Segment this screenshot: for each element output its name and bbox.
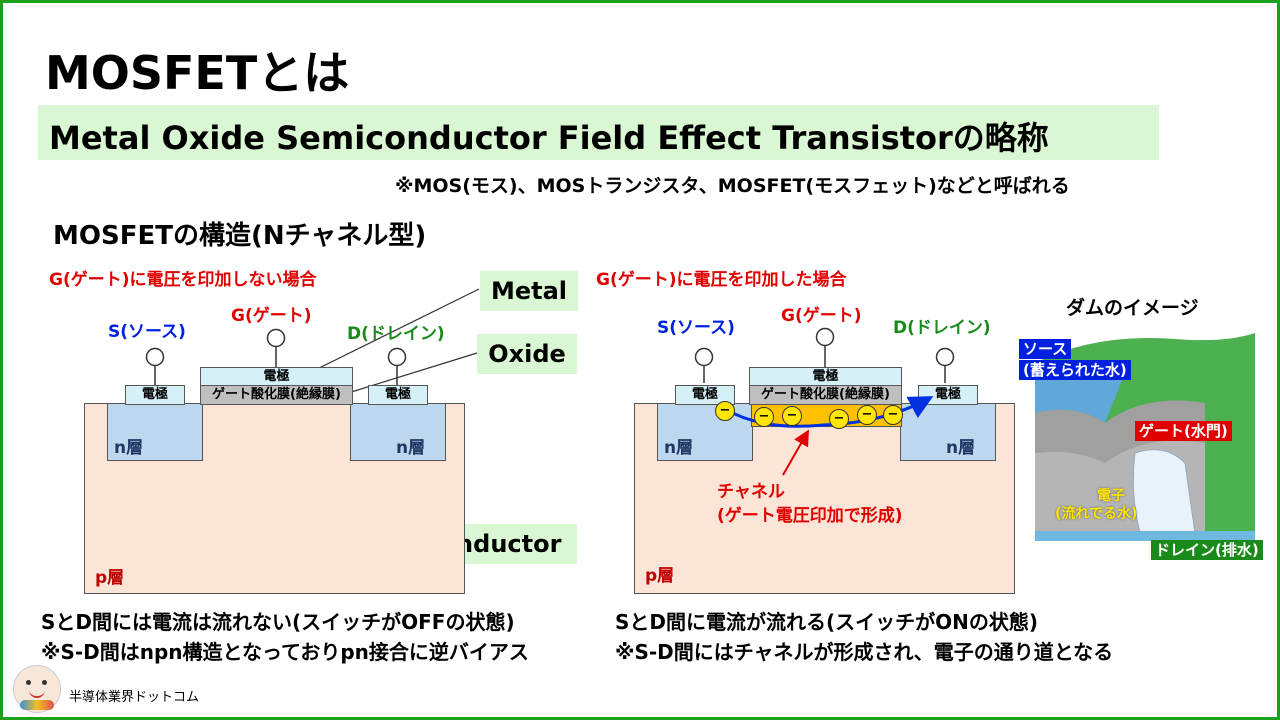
right-gate-terminal [815,327,835,347]
left-n-well-source [107,403,203,461]
left-drain-label: D(ドレイン) [347,324,445,344]
left-lines [145,288,480,394]
left-case-label: G(ゲート)に電圧を印加しない場合 [49,270,317,290]
left-caption-line1: SとD間には電流は流れない(スイッチがOFFの状態) [41,610,515,634]
left-n-layer-source: n層 [114,438,144,458]
name-note: ※MOS(モス)、MOSトランジスタ、MOSFET(モスフェット)などと呼ばれる [395,175,1070,197]
mascot-icon [13,665,61,713]
right-caption-line1: SとD間に電流が流れる(スイッチがONの状態) [615,610,1039,634]
callout-oxide: Oxide [477,334,577,374]
channel-pointer [782,429,809,476]
right-drain-terminal [935,347,955,367]
metal-leader-line [300,288,480,378]
electron: − [857,405,877,425]
dam-source-detail: (蓄えられた水) [1019,360,1131,380]
channel-pointer-arrow [782,429,809,476]
right-gate-electrode: 電極 [749,367,902,387]
right-n-layer-source: n層 [664,438,694,458]
right-gate-label: G(ゲート) [781,306,862,326]
right-drain-label: D(ドレイン) [893,318,991,338]
page-title: MOSFETとは [45,46,350,100]
electron: − [883,405,903,425]
dam-electron-label: 電子 [1097,488,1125,504]
right-case-label: G(ゲート)に電圧を印加した場合 [596,270,847,290]
electron: − [782,406,802,426]
left-gate-label: G(ゲート) [231,306,312,326]
left-n-well-drain [350,403,446,461]
electron: − [754,407,774,427]
left-caption-line2: ※S-D間はnpn構造となっておりpn接合に逆バイアス [41,640,529,664]
subtitle: Metal Oxide Semiconductor Field Effect T… [49,119,1049,157]
drain-terminal [387,347,407,367]
callout-metal: Metal [480,271,578,311]
gate-terminal [266,328,286,348]
dam-electron-detail: (流れでる水) [1055,506,1138,522]
source-terminal [145,347,165,367]
dam-title: ダムのイメージ [1066,297,1199,319]
electron: − [715,401,735,421]
right-source-terminal [694,347,714,367]
right-source-label: S(ソース) [657,318,735,338]
right-gate-oxide: ゲート酸化膜(絶縁膜) [749,385,902,405]
left-source-electrode: 電極 [125,385,185,405]
structure-title: MOSFETの構造(Nチャネル型) [53,221,427,251]
left-gate-electrode: 電極 [200,367,353,387]
dam-source-label: ソース [1019,339,1072,359]
right-source-electrode: 電極 [675,385,735,405]
dam-drain-label: ドレイン(排水) [1151,540,1263,560]
left-source-label: S(ソース) [108,322,186,342]
left-p-layer: p層 [95,568,125,588]
electron-flow [724,396,934,428]
left-drain-electrode: 電極 [368,385,428,405]
dam-gate-label: ゲート(水門) [1135,421,1232,441]
left-gate-oxide: ゲート酸化膜(絶縁膜) [200,385,353,405]
site-name: 半導体業界ドットコム [69,690,200,705]
dam-wall [1035,400,1205,463]
right-n-well-source [657,403,753,461]
subtitle-highlight [38,105,1159,160]
right-p-layer: p層 [645,566,675,586]
left-n-layer-drain: n層 [396,438,426,458]
right-n-layer-drain: n層 [946,438,976,458]
electron: − [829,409,849,429]
right-caption-line2: ※S-D間にはチャネルが形成され、電子の通り道となる [615,640,1114,664]
channel-label-detail: (ゲート電圧印加で形成) [717,506,903,526]
channel-label: チャネル [717,482,785,502]
right-terminals [694,327,955,383]
